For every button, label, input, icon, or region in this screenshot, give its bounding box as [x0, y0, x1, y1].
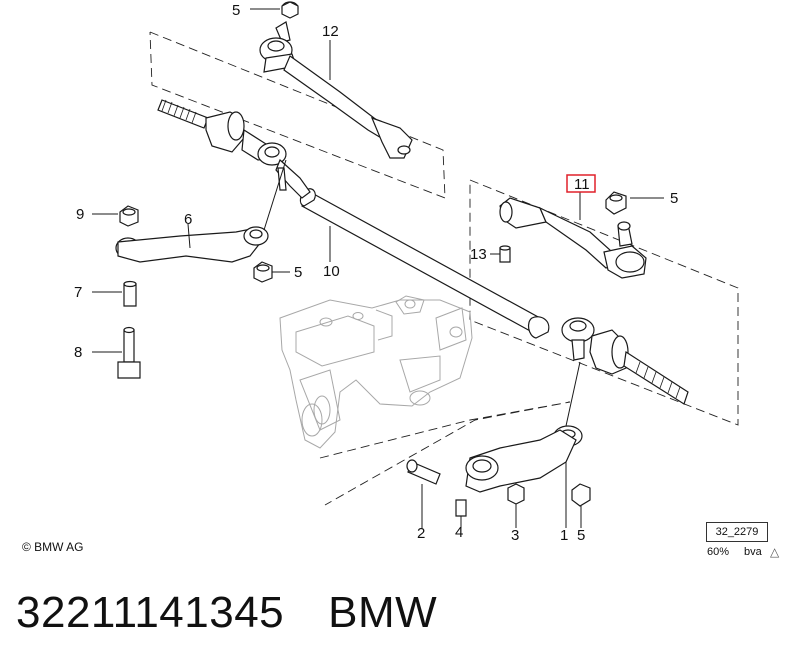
callout-5-right: 5 — [670, 190, 678, 207]
callout-2: 2 — [417, 525, 425, 542]
callout-5-left: 5 — [294, 264, 302, 281]
steering-gearbox-ghost — [279, 295, 473, 449]
assembly-frame-right — [469, 179, 739, 426]
hardware-left — [117, 205, 273, 379]
assembly-frame-lower — [319, 401, 571, 506]
callout-8: 8 — [74, 344, 82, 361]
pitman-arm — [406, 425, 591, 517]
callout-5-top: 5 — [232, 2, 240, 19]
triangle-icon: △ — [770, 545, 780, 559]
callout-1: 1 — [560, 527, 568, 544]
hardware-upper — [281, 1, 627, 263]
copyright-notice: © BMW AG — [22, 540, 84, 554]
right-tie-rod — [499, 197, 647, 279]
callout-7: 7 — [74, 284, 82, 301]
footer-caption: 32211141345 BMW — [16, 588, 437, 638]
callout-13: 13 — [470, 246, 487, 263]
scale-label: 60% — [707, 546, 730, 558]
callout-12: 12 — [322, 23, 339, 40]
part-number: 32211141345 — [16, 588, 285, 637]
left-tie-rod-end — [157, 99, 311, 199]
brand-name: BMW — [328, 588, 438, 637]
callout-labels: 5 12 11 5 9 6 13 5 10 7 8 2 4 3 1 5 — [74, 2, 678, 544]
callout-11: 11 — [574, 176, 590, 193]
leader-lines — [92, 8, 664, 528]
callout-9: 9 — [76, 206, 84, 223]
callout-5-bottom: 5 — [577, 527, 585, 544]
diagram-reference-code: 32_2279 — [706, 522, 768, 542]
callout-3: 3 — [511, 527, 519, 544]
callout-10: 10 — [323, 263, 340, 280]
author-label: bva — [744, 546, 762, 558]
selected-part-highlight — [566, 174, 596, 193]
callout-6: 6 — [184, 211, 192, 228]
idler-arm — [115, 226, 269, 263]
callout-4: 4 — [455, 524, 463, 541]
right-tie-rod-end — [561, 317, 689, 405]
